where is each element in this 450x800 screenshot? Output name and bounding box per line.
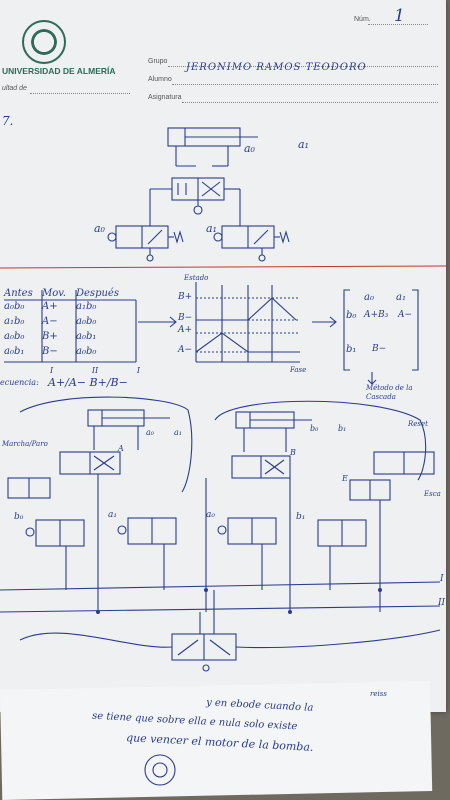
exam-sheet [0, 0, 446, 712]
cascade-cell: B− [372, 344, 387, 354]
label-line-II: II [438, 598, 446, 608]
exercise-number: 7. [2, 114, 14, 128]
num-label: Núm. [354, 16, 371, 23]
groups-prefix: ecuencia: [0, 378, 39, 387]
label-valve-b0: b₀ [14, 512, 24, 522]
label-marcha: Marcha/Paro [2, 440, 48, 448]
label-B: B [290, 448, 296, 457]
university-seal-icon [22, 20, 66, 64]
page-number: 1 [394, 6, 405, 26]
phase-line-a [195, 332, 300, 353]
label-b0-big: b₀ [310, 424, 319, 433]
cascade-caption: Método de la Cascada [366, 384, 413, 401]
subject-label: Asignatura [148, 94, 182, 101]
cascade-cell: A− [398, 310, 413, 320]
cascade-row-b0: b₀ [346, 310, 357, 321]
label-reset: Reset [408, 420, 428, 428]
label-a1-top: a₁ [298, 138, 309, 151]
label-b1-big: b₁ [338, 424, 347, 433]
cascade-cell: A+B₃ [364, 310, 389, 320]
label-valve-a0: a₀ [206, 510, 215, 520]
note-corner: reiss [370, 690, 387, 698]
phase-level: A+ [178, 325, 193, 335]
table-header: Antes [4, 288, 33, 299]
label-A: A [118, 444, 124, 453]
cascade-col-a0: a₀ [364, 292, 374, 303]
student-label: Alumno [148, 76, 172, 83]
phase-level: A− [178, 345, 193, 355]
label-esca: Esca [424, 490, 441, 498]
label-a0-top: a₀ [244, 142, 255, 155]
phase-line-b [196, 297, 297, 321]
groups-text: A+/A− B+/B− [48, 376, 128, 389]
table-header: Mov. [42, 288, 66, 299]
label-valve-a0: a₀ [94, 222, 105, 235]
student-name: JERONIMO RAMOS TEODORO [186, 62, 367, 73]
pump-icon [144, 754, 176, 786]
label-valve-a1: a₁ [206, 222, 217, 235]
phase-level: B+ [178, 292, 193, 302]
faculty-label: ultad de [2, 85, 27, 92]
cascade-row-b1: b₁ [346, 344, 357, 355]
cascade-col-a1: a₁ [396, 292, 406, 303]
label-line-I: I [440, 574, 444, 584]
phase-y-label: Estado [184, 274, 209, 282]
university-name: UNIVERSIDAD DE ALMERÍA [2, 66, 116, 76]
table-header: Después [76, 288, 119, 299]
label-e: E [342, 474, 348, 483]
label-a0-big: a₀ [146, 428, 154, 437]
phase-x-label: Fase [290, 366, 307, 374]
label-valve-a1: a₁ [108, 510, 117, 520]
group-label: Grupo [148, 58, 168, 65]
phase-level: B− [178, 313, 193, 323]
label-valve-b1: b₁ [296, 512, 306, 522]
label-a1-big: a₁ [174, 428, 182, 437]
